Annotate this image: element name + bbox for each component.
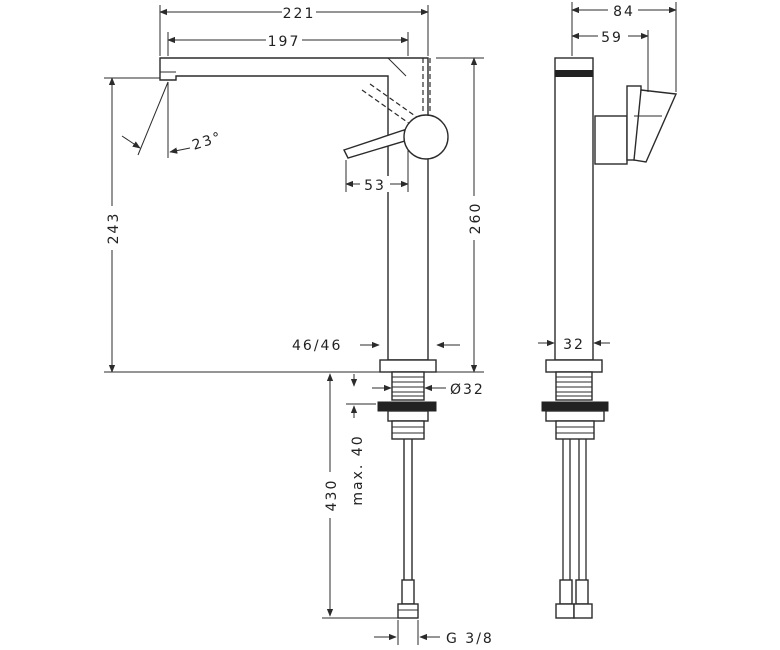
base-flange [379, 359, 437, 373]
dimension-thread: G 3/8 [374, 620, 494, 647]
dim-label-thread: G 3/8 [446, 631, 494, 647]
side-base-flange [545, 359, 603, 373]
dim-label-197: 197 [268, 34, 301, 50]
dimension-59: 59 [571, 28, 649, 92]
dim-label-diameter: Ø32 [450, 382, 485, 398]
front-view: 221 197 23° 53 [100, 4, 494, 647]
dim-label-59: 59 [601, 30, 623, 46]
side-thread [555, 371, 593, 401]
dim-label-221: 221 [283, 6, 316, 22]
side-view: 84 59 32 [538, 2, 678, 619]
lever-knob [403, 114, 449, 160]
dimension-243: 243 [100, 77, 380, 373]
dim-label-84: 84 [613, 4, 635, 20]
lock-nut [377, 401, 437, 440]
dimension-221: 221 [159, 4, 429, 56]
side-lever [594, 85, 678, 165]
dim-label-260: 260 [468, 202, 484, 235]
dimension-197: 197 [167, 32, 409, 56]
dim-label-angle: 23° [190, 129, 224, 154]
dim-label-side-32: 32 [563, 337, 585, 353]
spout-arm [159, 57, 429, 361]
dimension-diameter: Ø32 [372, 382, 485, 398]
dim-label-430: 430 [324, 479, 340, 512]
mounting-thread [391, 371, 425, 401]
dimension-430: 430 [318, 371, 400, 619]
dim-label-53: 53 [364, 178, 386, 194]
dimension-46-46: 46/46 [292, 338, 460, 354]
dim-label-max-40: max. 40 [350, 434, 366, 505]
side-lock-nut [541, 401, 609, 440]
lever-alt-position [361, 89, 411, 125]
dimension-angle: 23° [121, 81, 225, 158]
dim-label-243: 243 [106, 212, 122, 245]
dim-label-46-46: 46/46 [292, 338, 342, 354]
dimension-53: 53 [345, 150, 409, 194]
dimension-84: 84 [571, 2, 677, 92]
dimension-side-32: 32 [538, 337, 610, 353]
supply-hose [397, 439, 419, 619]
side-hoses [555, 439, 593, 619]
dimension-260: 260 [436, 57, 486, 373]
side-body [554, 57, 594, 361]
dimension-max-40: max. 40 [346, 374, 376, 506]
